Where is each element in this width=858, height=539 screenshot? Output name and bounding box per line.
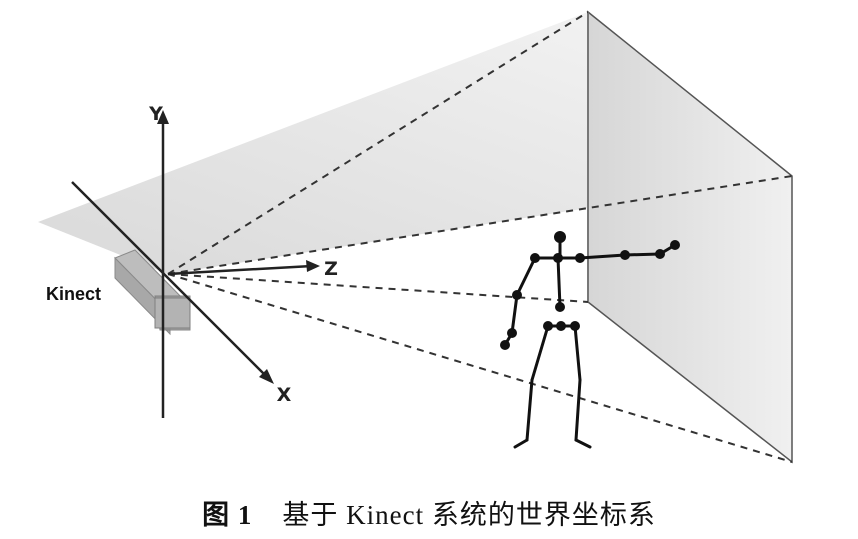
joint-elbow-left xyxy=(512,290,522,300)
kinect-label: Kinect xyxy=(46,284,101,304)
frustum-edge-top xyxy=(167,11,589,275)
frustum-lines xyxy=(167,11,793,463)
joint-hip-right xyxy=(570,321,580,331)
joint-hand-left xyxy=(500,340,510,350)
projection-screen xyxy=(587,10,793,464)
joint-shoulder-right xyxy=(575,253,585,263)
joint-wrist-left xyxy=(507,328,517,338)
z-axis-label: Z xyxy=(324,258,338,280)
figure-caption: 图 1 基于 Kinect 系统的世界坐标系 xyxy=(0,493,858,532)
joint-elbow-right xyxy=(620,250,630,260)
z-axis-arrow xyxy=(306,260,320,272)
joint-hand-right xyxy=(670,240,680,250)
z-axis xyxy=(167,264,313,276)
joint-shoulder-left xyxy=(530,253,540,263)
joint-hip-center xyxy=(556,321,566,331)
x-axis-arrow xyxy=(259,369,274,384)
skeleton-joints xyxy=(500,231,680,350)
joint-wrist-right xyxy=(655,249,665,259)
x-axis-label: X xyxy=(277,384,292,406)
caption-label: 图 1 xyxy=(202,500,253,530)
joint-spine xyxy=(555,302,565,312)
joint-head xyxy=(554,231,566,243)
y-axis-label: Y xyxy=(148,103,163,125)
frustum-edge-left-bottom xyxy=(167,273,589,303)
x-axis xyxy=(71,181,269,379)
caption-text: 基于 Kinect 系统的世界坐标系 xyxy=(282,500,656,530)
joint-hip-left xyxy=(543,321,553,331)
frustum-edge-right-top xyxy=(167,175,793,275)
joint-neck xyxy=(553,253,563,263)
frustum-edge-bottom xyxy=(167,273,793,463)
y-axis-arrow xyxy=(157,110,169,124)
